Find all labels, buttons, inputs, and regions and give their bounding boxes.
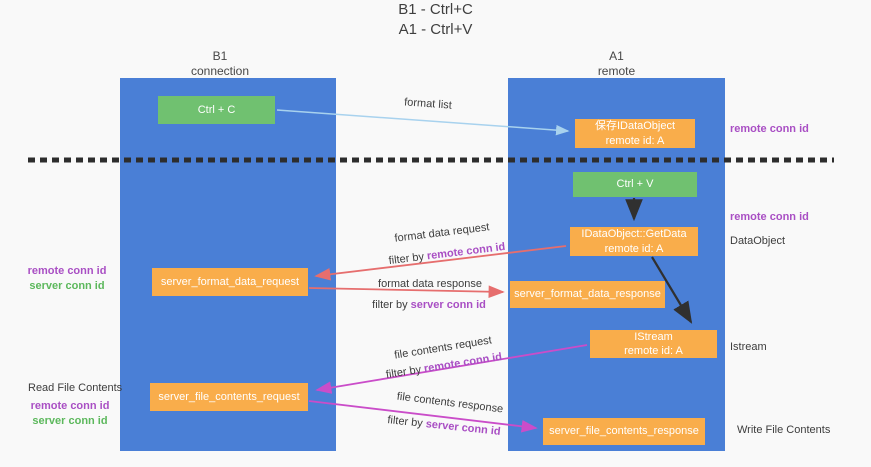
node-server-format-data-request: server_format_data_request bbox=[152, 268, 308, 296]
node-server-file-contents-response-label: server_file_contents_response bbox=[549, 425, 699, 438]
filter-by-text: filter by bbox=[388, 250, 428, 268]
node-save-idataobject: 保存IDataObject remote id: A bbox=[575, 119, 695, 148]
annotation-server-conn-id-left2: server conn id bbox=[32, 414, 108, 427]
flow-label-file-contents-response: file contents response bbox=[396, 390, 504, 416]
annotation-remote-conn-id-left2: remote conn id bbox=[30, 400, 110, 412]
title-line-a1: A1 - Ctrl+V bbox=[398, 21, 473, 39]
node-server-file-contents-request: server_file_contents_request bbox=[150, 383, 308, 411]
annotation-dataobject: DataObject bbox=[730, 235, 786, 247]
node-getdata-line2: remote id: A bbox=[604, 242, 664, 255]
node-save-idataobject-line1: 保存IDataObject bbox=[594, 120, 676, 133]
flow-label-format-list: format list bbox=[403, 96, 453, 112]
remote-conn-id-text: remote conn id bbox=[426, 240, 506, 263]
node-server-file-contents-response: server_file_contents_response bbox=[543, 418, 705, 445]
node-server-file-contents-request-label: server_file_contents_request bbox=[158, 390, 300, 403]
node-istream-line2: remote id: A bbox=[624, 345, 683, 357]
node-ctrl-v: Ctrl + V bbox=[573, 172, 697, 197]
node-getdata-line1: IDataObject::GetData bbox=[581, 228, 687, 241]
annotation-remote-conn-id-left: remote conn id bbox=[27, 265, 107, 277]
node-ctrl-v-label: Ctrl + V bbox=[616, 178, 654, 191]
annotation-write-file-contents: Write File Contents bbox=[737, 424, 831, 436]
lane-header-a1: A1 remote bbox=[508, 49, 725, 79]
flow-label-filter-server-1: filter by server conn id bbox=[372, 299, 486, 311]
annotation-remote-conn-id-mid: remote conn id bbox=[730, 211, 809, 223]
node-server-format-data-response-label: server_format_data_response bbox=[514, 288, 661, 301]
annotation-conn-ids-bottom: remote conn id server conn id bbox=[25, 399, 115, 429]
node-server-format-data-response: server_format_data_response bbox=[510, 281, 665, 308]
lane-b1-name: B1 bbox=[212, 49, 228, 63]
title-line-b1: B1 - Ctrl+C bbox=[398, 1, 473, 18]
node-istream-line1: IStream bbox=[634, 330, 673, 343]
flow-label-format-data-request: format data request bbox=[393, 221, 491, 245]
annotation-conn-ids-mid: remote conn id server conn id bbox=[22, 264, 112, 294]
node-ctrl-c-label: Ctrl + C bbox=[197, 103, 236, 116]
filter-by-text: filter by bbox=[372, 299, 411, 311]
filter-by-text: filter by bbox=[386, 414, 427, 431]
flow-label-format-data-response: format data response bbox=[378, 278, 482, 290]
lane-header-b1: B1 connection bbox=[120, 49, 320, 79]
node-ctrl-c: Ctrl + C bbox=[158, 96, 275, 124]
annotation-server-conn-id-left: server conn id bbox=[29, 279, 105, 292]
annotation-istream: Istream bbox=[730, 341, 767, 353]
filter-by-text: filter by bbox=[385, 363, 426, 382]
node-server-format-data-request-label: server_format_data_request bbox=[160, 275, 300, 288]
annotation-read-file-contents: Read File Contents bbox=[28, 382, 123, 394]
node-save-idataobject-line2: remote id: A bbox=[605, 134, 665, 147]
server-conn-id-text: server conn id bbox=[410, 299, 486, 311]
node-istream: IStream remote id: A bbox=[590, 330, 717, 358]
lane-b1-role: connection bbox=[190, 64, 250, 78]
lane-a1-name: A1 bbox=[609, 49, 624, 63]
node-idataobject-getdata: IDataObject::GetData remote id: A bbox=[570, 227, 698, 256]
server-conn-id-text: server conn id bbox=[425, 418, 502, 438]
diagram-title: B1 - Ctrl+C A1 - Ctrl+V bbox=[0, 0, 871, 41]
flow-label-filter-remote-1: filter by remote conn id bbox=[388, 241, 506, 267]
lane-a1-role: remote bbox=[597, 64, 636, 78]
annotation-remote-conn-id-top: remote conn id bbox=[730, 123, 809, 135]
flow-label-filter-server-2: filter by server conn id bbox=[387, 414, 501, 438]
